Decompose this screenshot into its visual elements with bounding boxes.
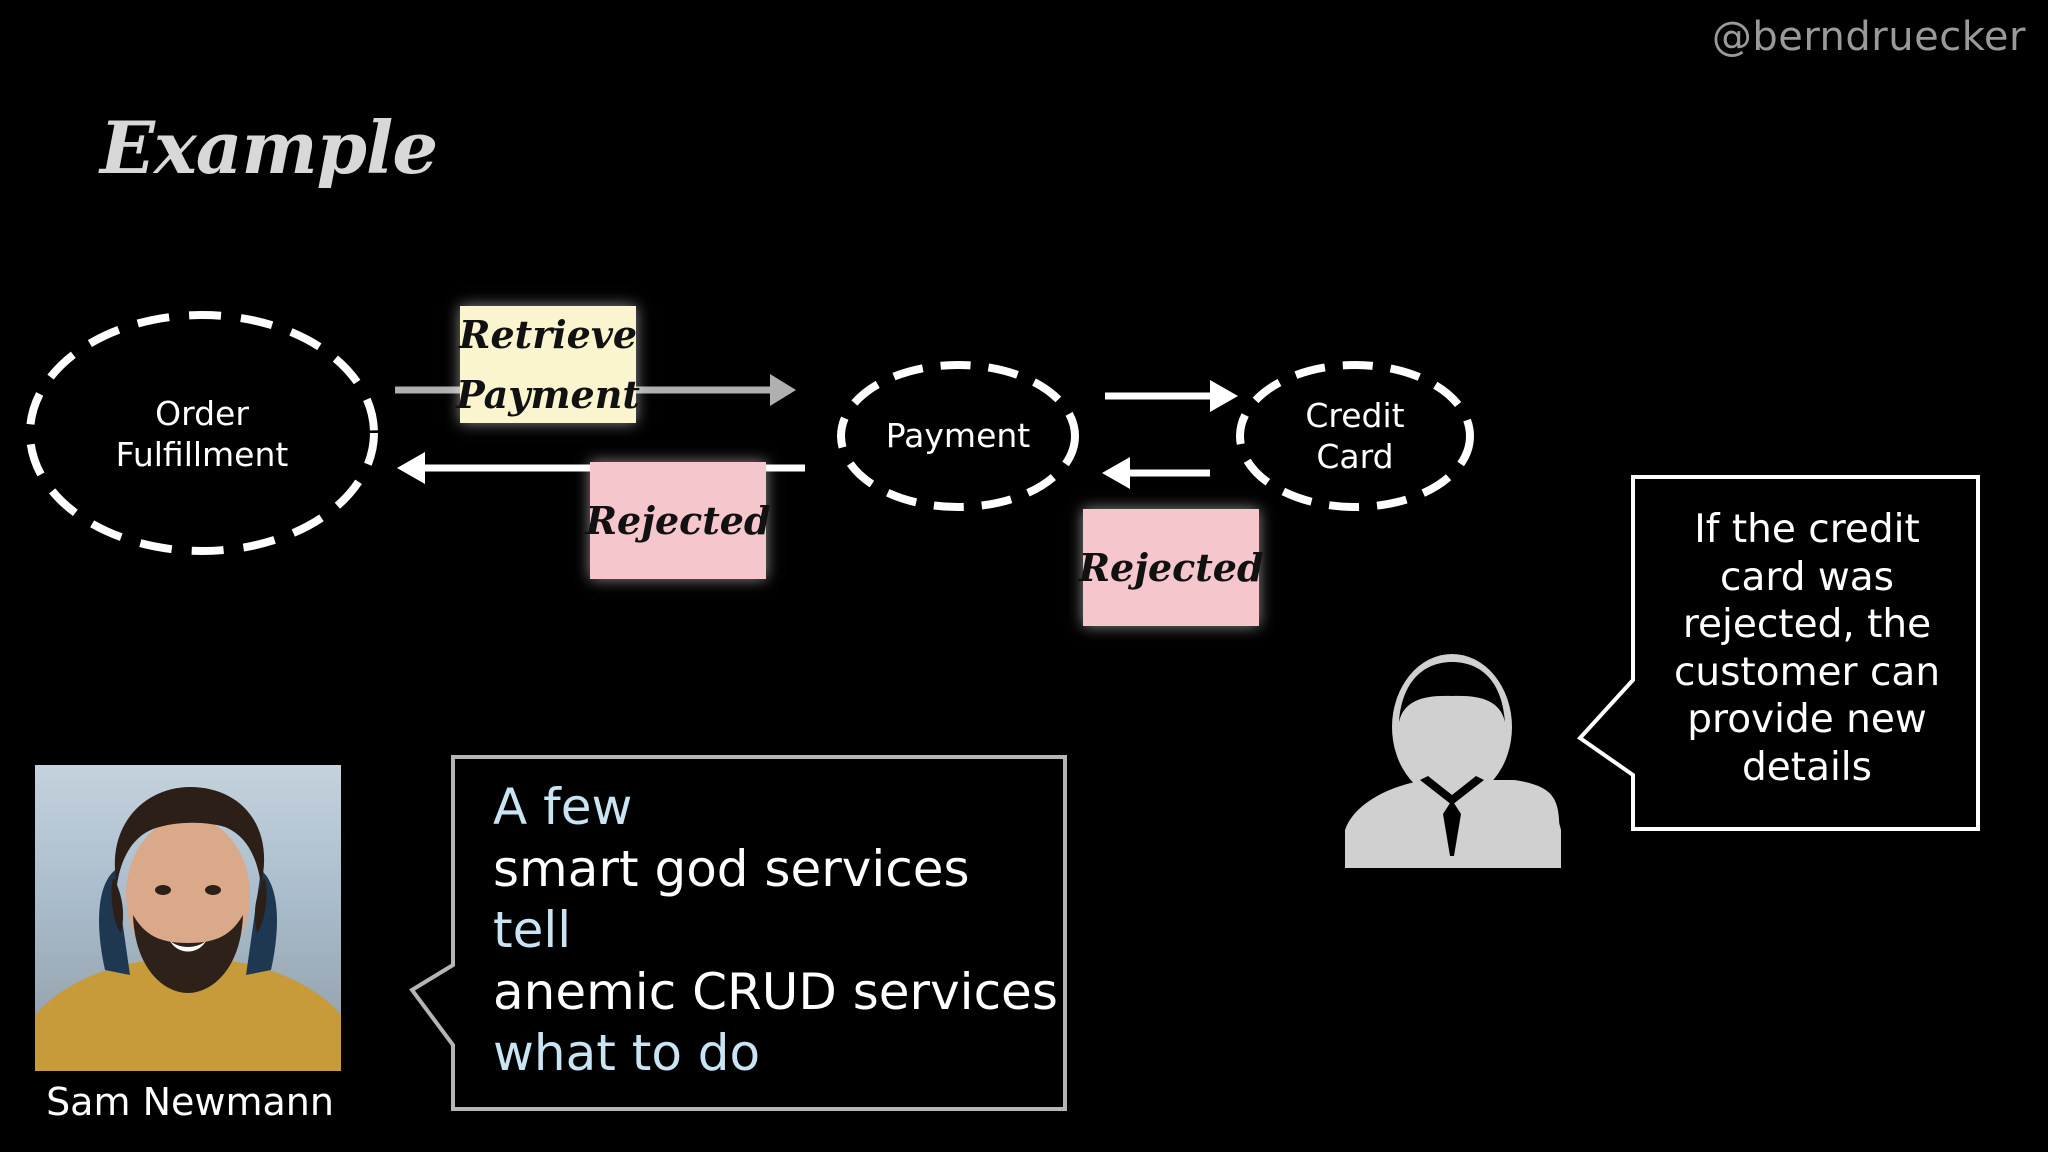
arrow-card-rejected-head: [1102, 457, 1130, 489]
node-label-line: Card: [1316, 437, 1394, 476]
quote-line: smart god services: [493, 839, 970, 898]
author-handle: @berndruecker: [1711, 14, 2026, 60]
node-label-line: Credit: [1305, 396, 1405, 435]
quote-line: tell: [493, 901, 572, 959]
callout-line: If the credit: [1694, 507, 1920, 552]
arrow-retrieve-payment-head: [770, 374, 796, 406]
node-payment: Payment: [858, 415, 1058, 456]
sticky-rejected-2: Rejected: [1078, 509, 1264, 626]
sticky-retrieve-payment: Retrieve Payment: [456, 306, 640, 423]
quote-line: what to do: [493, 1024, 761, 1082]
slide-title: Example: [100, 105, 438, 190]
callout-bubble: [1576, 475, 1980, 831]
node-label-line: Payment: [885, 416, 1031, 455]
sticky-line: Rejected: [1078, 544, 1264, 590]
node-label-line: Order: [155, 394, 249, 433]
portrait-photo: [35, 765, 341, 1071]
person-name: Sam Newmann: [46, 1080, 334, 1124]
callout-line: card was: [1720, 554, 1894, 600]
node-credit-card: Credit Card: [1255, 395, 1455, 477]
callout-line: customer can: [1673, 649, 1941, 695]
sticky-rejected-1: Rejected: [585, 462, 771, 579]
quote-line: anemic CRUD services: [493, 962, 1058, 1021]
node-credit-card-shape: [1236, 361, 1474, 511]
quote-bubble: [409, 755, 1067, 1111]
node-label-line: Fulfillment: [115, 435, 289, 474]
callout-line: rejected, the: [1682, 602, 1932, 647]
node-payment-shape: [837, 361, 1079, 511]
quote-line: A few: [493, 778, 633, 836]
sticky-line: Retrieve: [458, 311, 638, 357]
node-order-fulfillment-shape: [26, 311, 378, 555]
sticky-line: Rejected: [585, 497, 771, 543]
person-silhouette-icon: [1345, 654, 1561, 868]
callout-text: If the credit card was rejected, the cus…: [1640, 506, 1974, 791]
arrow-payment-to-card-head: [1210, 380, 1238, 412]
sticky-line: Payment: [456, 371, 640, 417]
node-order-fulfillment: Order Fulfillment: [82, 393, 322, 475]
quote-text: A few smart god services tell anemic CRU…: [493, 777, 1058, 1085]
callout-line: details: [1742, 744, 1872, 790]
callout-line: provide new: [1687, 697, 1927, 742]
arrow-rejected-to-order-head: [397, 452, 425, 484]
portrait-illustration: [35, 787, 341, 1071]
